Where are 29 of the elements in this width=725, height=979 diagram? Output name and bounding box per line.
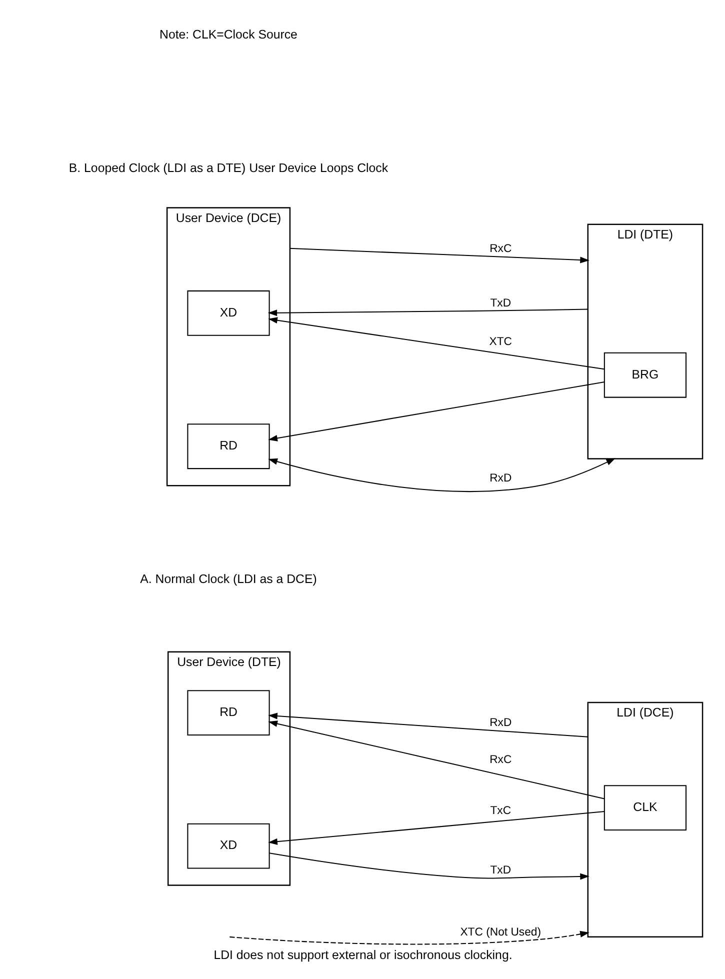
label: B. Looped Clock (LDI as a DTE) User Device Loops Clock [68,160,388,174]
edge-label: XTC (Not Used) [460,926,541,938]
arrow [268,380,604,441]
node-box: CLK [603,784,686,830]
edge-label: XTC [488,335,512,348]
node-box: RD [186,690,270,736]
arrow [269,852,589,880]
arrow [268,720,604,799]
edge-label: RxD [489,716,512,729]
edge-label: RxC [489,754,512,766]
node-box: BRG [603,352,686,398]
arrow [267,308,588,316]
arrow [268,316,604,370]
edge-label: TxC [490,804,511,816]
edge-label: TxD [490,864,511,876]
arrow [268,712,588,737]
label: A. Normal Clock (LDI as a DCE) [140,571,316,586]
edge-label: RxD [489,472,512,484]
edge-label: TxD [490,297,511,310]
arrow [268,458,616,492]
caption: LDI does not support external or isochronous clocking. [213,948,512,962]
node-box: RD [186,423,270,469]
node-box: XD [186,822,270,868]
arrow [229,930,589,944]
arrow [268,810,604,844]
node-box: XD [186,290,270,336]
arrow [289,247,589,263]
edge-label: RxC [489,242,512,255]
label: Note: CLK=Clock Source [159,27,297,42]
